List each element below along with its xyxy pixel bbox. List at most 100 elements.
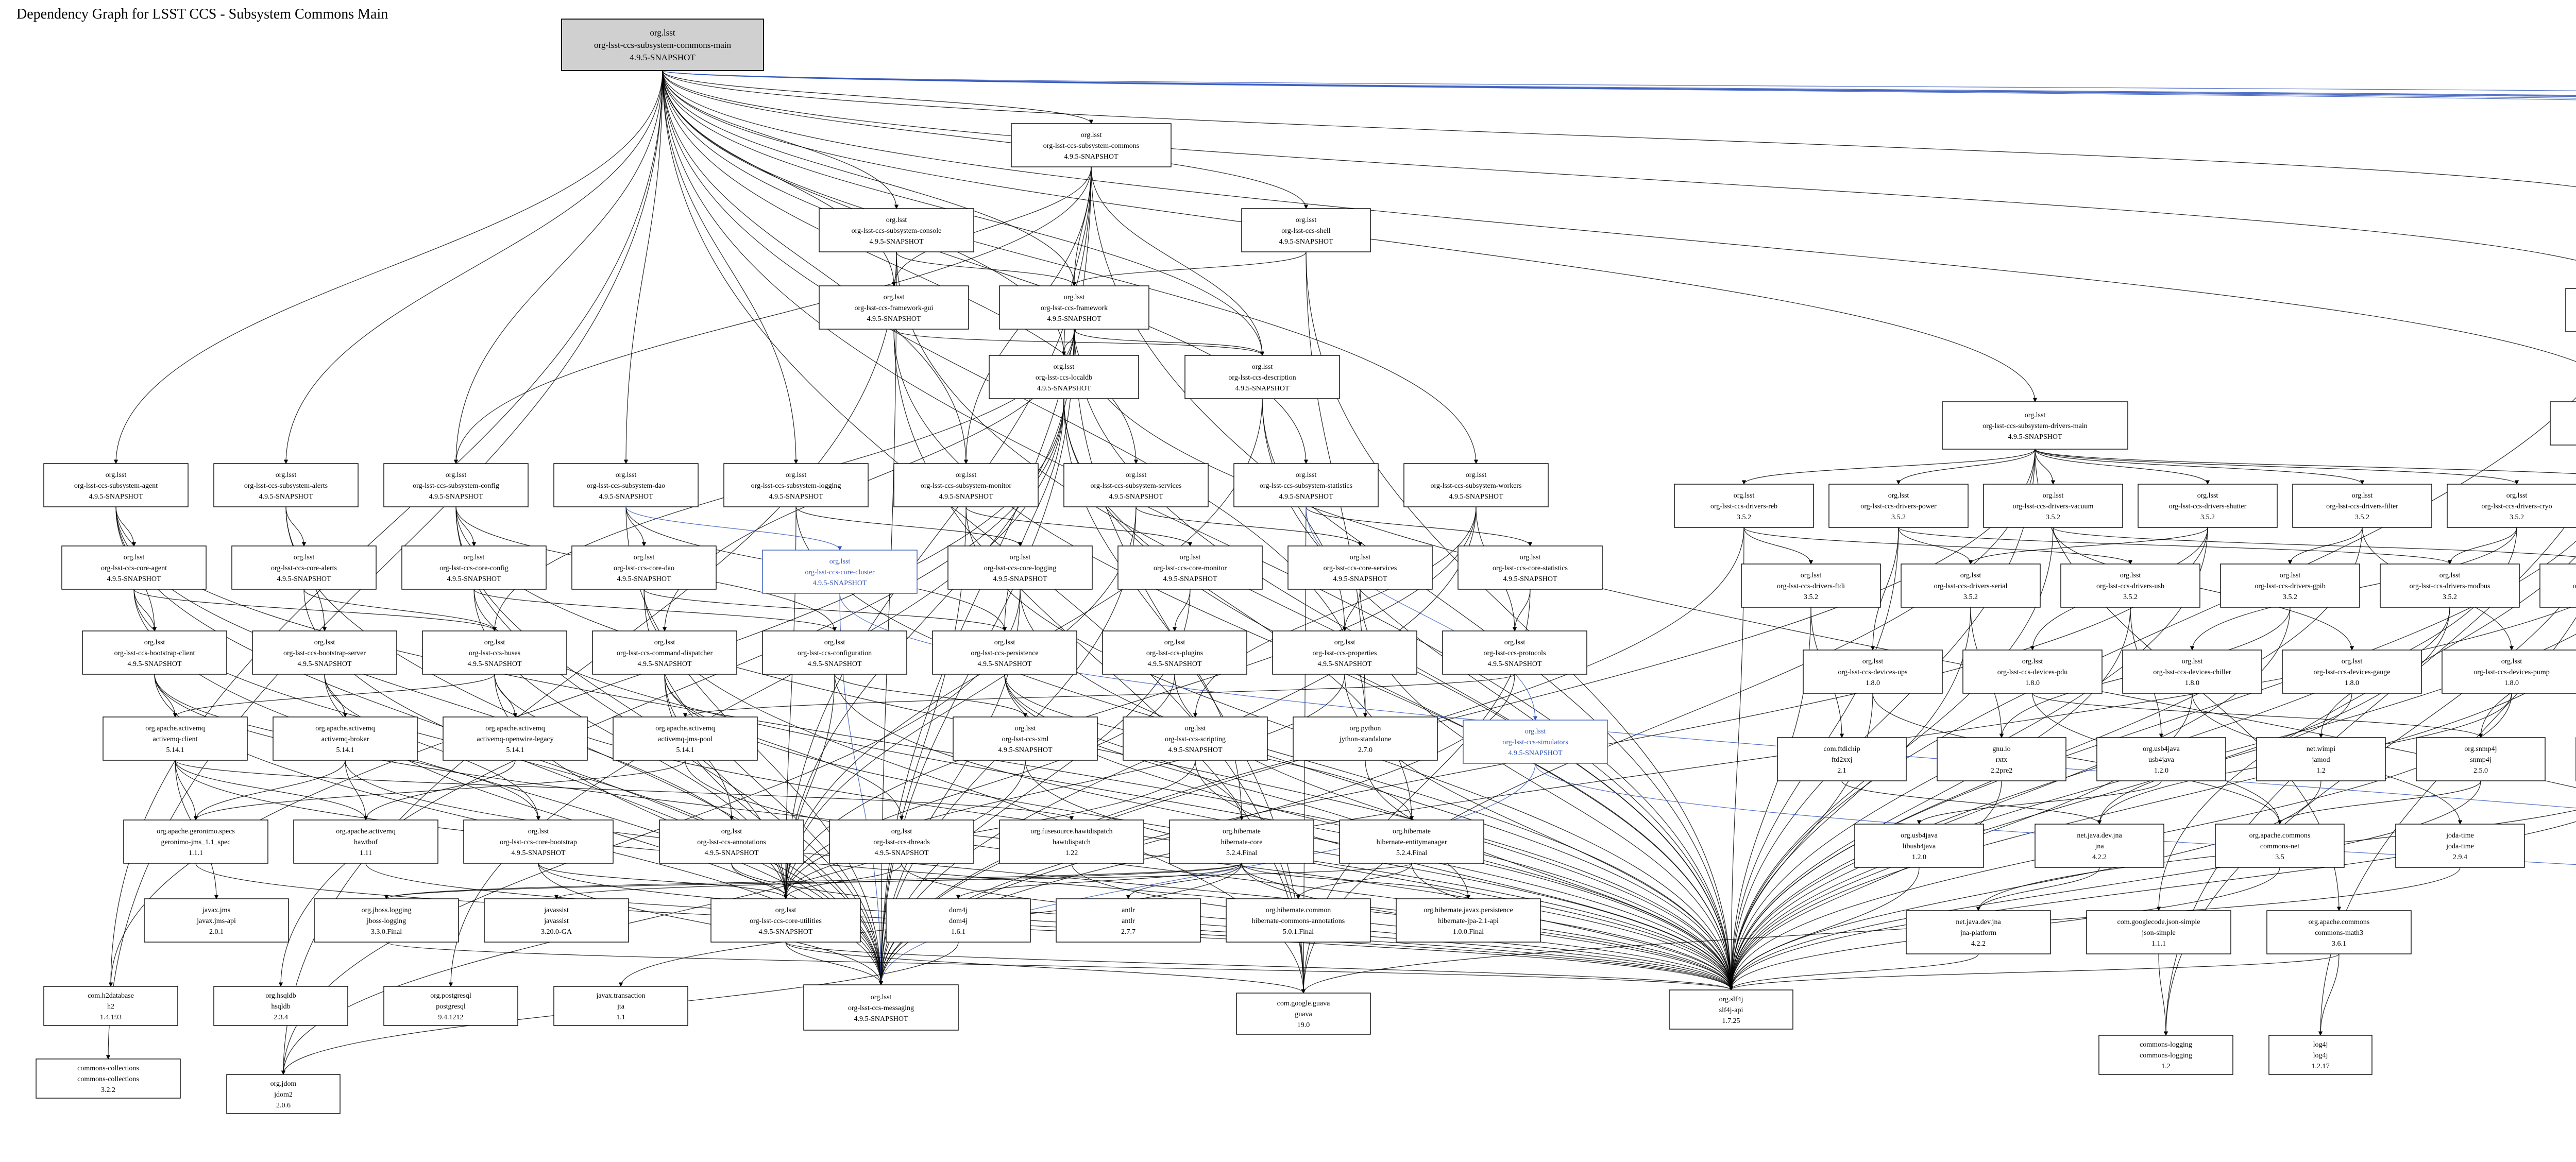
node-label-line: org-lsst-ccs-protocols [1483,650,1546,657]
edge-d7-S3 [1365,760,1734,990]
edge-console-S2 [878,251,897,985]
node-label-line: 2.7.0 [1358,746,1372,754]
node-label-line: org.lsst [994,639,1015,646]
edge-localdb-S3 [1063,398,1734,990]
node-label-line: org-lsst-ccs-annotations [697,839,766,846]
node-label-line: 1.1.1 [2151,940,2166,948]
node-label-line: org-lsst-ccs-subsystem-drivers-main [1982,422,2087,430]
node-box [2266,910,2412,954]
node-label-line: org.lsst [956,471,977,479]
node-box [2138,484,2278,528]
edge-root-webutils [662,70,2576,261]
node-label-line: ftd2xxj [1832,756,1852,764]
graph-node-desc: org.lsstorg-lsst-ccs-description4.9.5-SN… [1184,355,1340,399]
node-label-line: org-lsst-ccs-subsystem-commons [1043,142,1139,150]
edge-root-restserver [662,70,2576,362]
node-box [1011,123,1172,167]
node-label-line: org.lsst [1126,471,1147,479]
edge-h1b-h2b [1898,527,1973,565]
edge-h4a-h5b [1841,780,2102,825]
edge-d2-e1 [193,760,346,821]
edge-fwkgui-desc [893,329,1265,356]
node-box [443,716,588,761]
node-label-line: antlr [1122,907,1135,914]
edge-b4-c6 [643,589,1007,631]
edge-b1-c3 [133,589,497,631]
node-label-line: org-lsst-ccs-command-dispatcher [617,650,713,657]
node-label-line: commons-math3 [2315,929,2363,937]
edge-a6-b6 [965,506,1193,546]
node-label-line: org.lsst [650,28,675,38]
graph-node-b2: org.lsstorg-lsst-ccs-core-alerts4.9.5-SN… [231,545,377,590]
node-box [213,986,348,1026]
node-label-line: org.lsst [1064,294,1085,301]
node-label-line: org.python [1350,725,1381,732]
edge-S1-S4 [785,942,1306,994]
edge-hub-S3 [1728,449,2036,990]
node-box [2550,401,2576,446]
node-box [103,716,248,761]
node-label-line: 3.5.2 [2355,514,2369,521]
node-label-line: joda-time [2446,843,2474,850]
edge-framework-desc [1074,329,1265,356]
node-label-line: org-lsst-ccs-drivers-modbus [2410,583,2490,590]
node-box [1674,484,1814,528]
node-label-line: 1.8.0 [2345,679,2359,687]
node-label-line: org.lsst [314,639,335,646]
node-label-line: 3.5.2 [2510,514,2524,521]
node-label-line: dom4j [949,917,968,925]
node-label-line: 4.2.2 [2092,853,2107,861]
node-label-line: org-lsst-ccs-core-utilities [750,917,822,925]
edge-root-shell [662,70,1309,209]
node-box [1293,716,1438,761]
node-box [43,986,178,1026]
edge-h4e-S3 [1728,780,2481,990]
edge-M1-S1 [538,863,788,899]
node-label-line: 1.8.0 [2504,679,2519,687]
graph-node-S2: org.lsstorg-lsst-ccs-messaging4.9.5-SNAP… [803,984,959,1031]
graph-node-b6: org.lsstorg-lsst-ccs-core-monitor4.9.5-S… [1117,545,1263,590]
node-box [2256,737,2386,781]
node-label-line: 4.9.5-SNAPSHOT [939,493,993,501]
node-label-line: 4.9.5-SNAPSHOT [429,493,483,501]
node-label-line: joda-time [2446,832,2474,840]
node-label-line: org.lsst [1520,554,1541,561]
node-label-line: org-lsst-ccs-subsystem-commons-main [594,40,731,50]
edge-hub-h1b [1896,449,2036,485]
node-box [710,898,861,943]
edge-sc-desc [1091,166,1265,356]
node-box [762,550,918,594]
node-label-line: 1.6.1 [951,928,965,936]
edge-e6-f6 [1241,863,1301,899]
node-box [1063,463,1209,507]
node-box [561,19,764,71]
node-label-line: org.lsst [1350,554,1371,561]
node-label-line: 1.0.0.Final [1453,928,1484,936]
node-label-line: libusb4java [1903,843,1936,850]
node-box [2442,650,2576,694]
node-box [829,819,974,864]
node-label-line: 4.9.5-SNAPSHOT [758,928,812,936]
node-label-line: 5.14.1 [166,746,184,754]
graph-node-localdb: org.lsstorg-lsst-ccs-localdb4.9.5-SNAPSH… [989,355,1139,399]
node-box [2096,737,2226,781]
node-box [1463,720,1608,764]
node-label-line: org-lsst-ccs-subsystem-statistics [1260,482,1352,490]
node-label-line: 1.2.17 [2312,1063,2330,1070]
node-label-line: org.jboss.logging [362,907,412,914]
node-label-line: com.h2database [88,992,134,1000]
node-label-line: org.snmp4j [2464,745,2497,753]
node-box [293,819,438,864]
edge-e7-f2 [384,863,1412,899]
node-label-line: org.lsst [1010,554,1031,561]
node-label-line: hawtbuf [354,839,378,846]
node-box [1458,545,1603,590]
node-box [1442,630,1587,675]
